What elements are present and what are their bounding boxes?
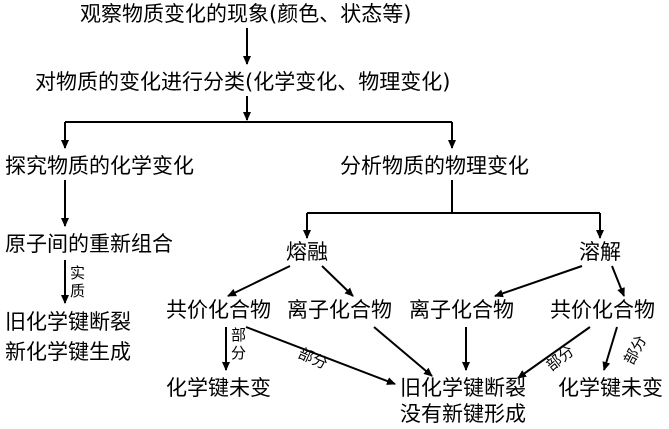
node-dissolving: 溶解	[579, 240, 621, 264]
node-ionic-left: 离子化合物	[287, 298, 392, 322]
edge-label-essence-top: 实	[70, 264, 86, 282]
node-melting: 熔融	[286, 240, 328, 264]
node-analyze-physical: 分析物质的物理变化	[340, 154, 529, 178]
arrow-melting-to-covalent-left	[227, 265, 291, 297]
arrow-covalent-right-to-unchanged	[602, 326, 618, 371]
node-observe: 观察物质变化的现象(颜色、状态等)	[80, 2, 412, 26]
node-bond-broken-line2: 没有新键形成	[400, 402, 526, 426]
arrow-dissolving-to-covalent-right	[611, 265, 625, 297]
node-essence-line1: 旧化学键断裂	[5, 310, 131, 334]
edge-label-part-bottom: 分	[231, 344, 247, 362]
edge-label-essence-bottom: 质	[70, 282, 86, 300]
node-bond-unchanged-right: 化学键未变	[558, 376, 663, 400]
node-covalent-left: 共价化合物	[166, 298, 271, 322]
arrow-covalent-right-to-broken	[517, 326, 591, 379]
arrow-covalent-left-to-broken	[245, 326, 396, 385]
node-explore-chemical: 探究物质的化学变化	[5, 154, 194, 178]
arrow-melting-to-ionic-left	[321, 265, 354, 297]
node-covalent-right: 共价化合物	[550, 298, 655, 322]
arrow-dissolving-to-ionic-right	[494, 265, 583, 298]
node-bond-broken-line1: 旧化学键断裂	[400, 376, 526, 400]
node-essence-line2: 新化学键生成	[5, 340, 131, 364]
arrow-ionic-left-to-broken	[373, 326, 433, 377]
node-ionic-right: 离子化合物	[409, 298, 514, 322]
node-bond-unchanged-left: 化学键未变	[166, 376, 271, 400]
edge-label-part-top: 部	[231, 326, 247, 344]
node-atom-regroup: 原子间的重新组合	[5, 232, 173, 256]
node-classify: 对物质的变化进行分类(化学变化、物理变化)	[35, 70, 451, 94]
